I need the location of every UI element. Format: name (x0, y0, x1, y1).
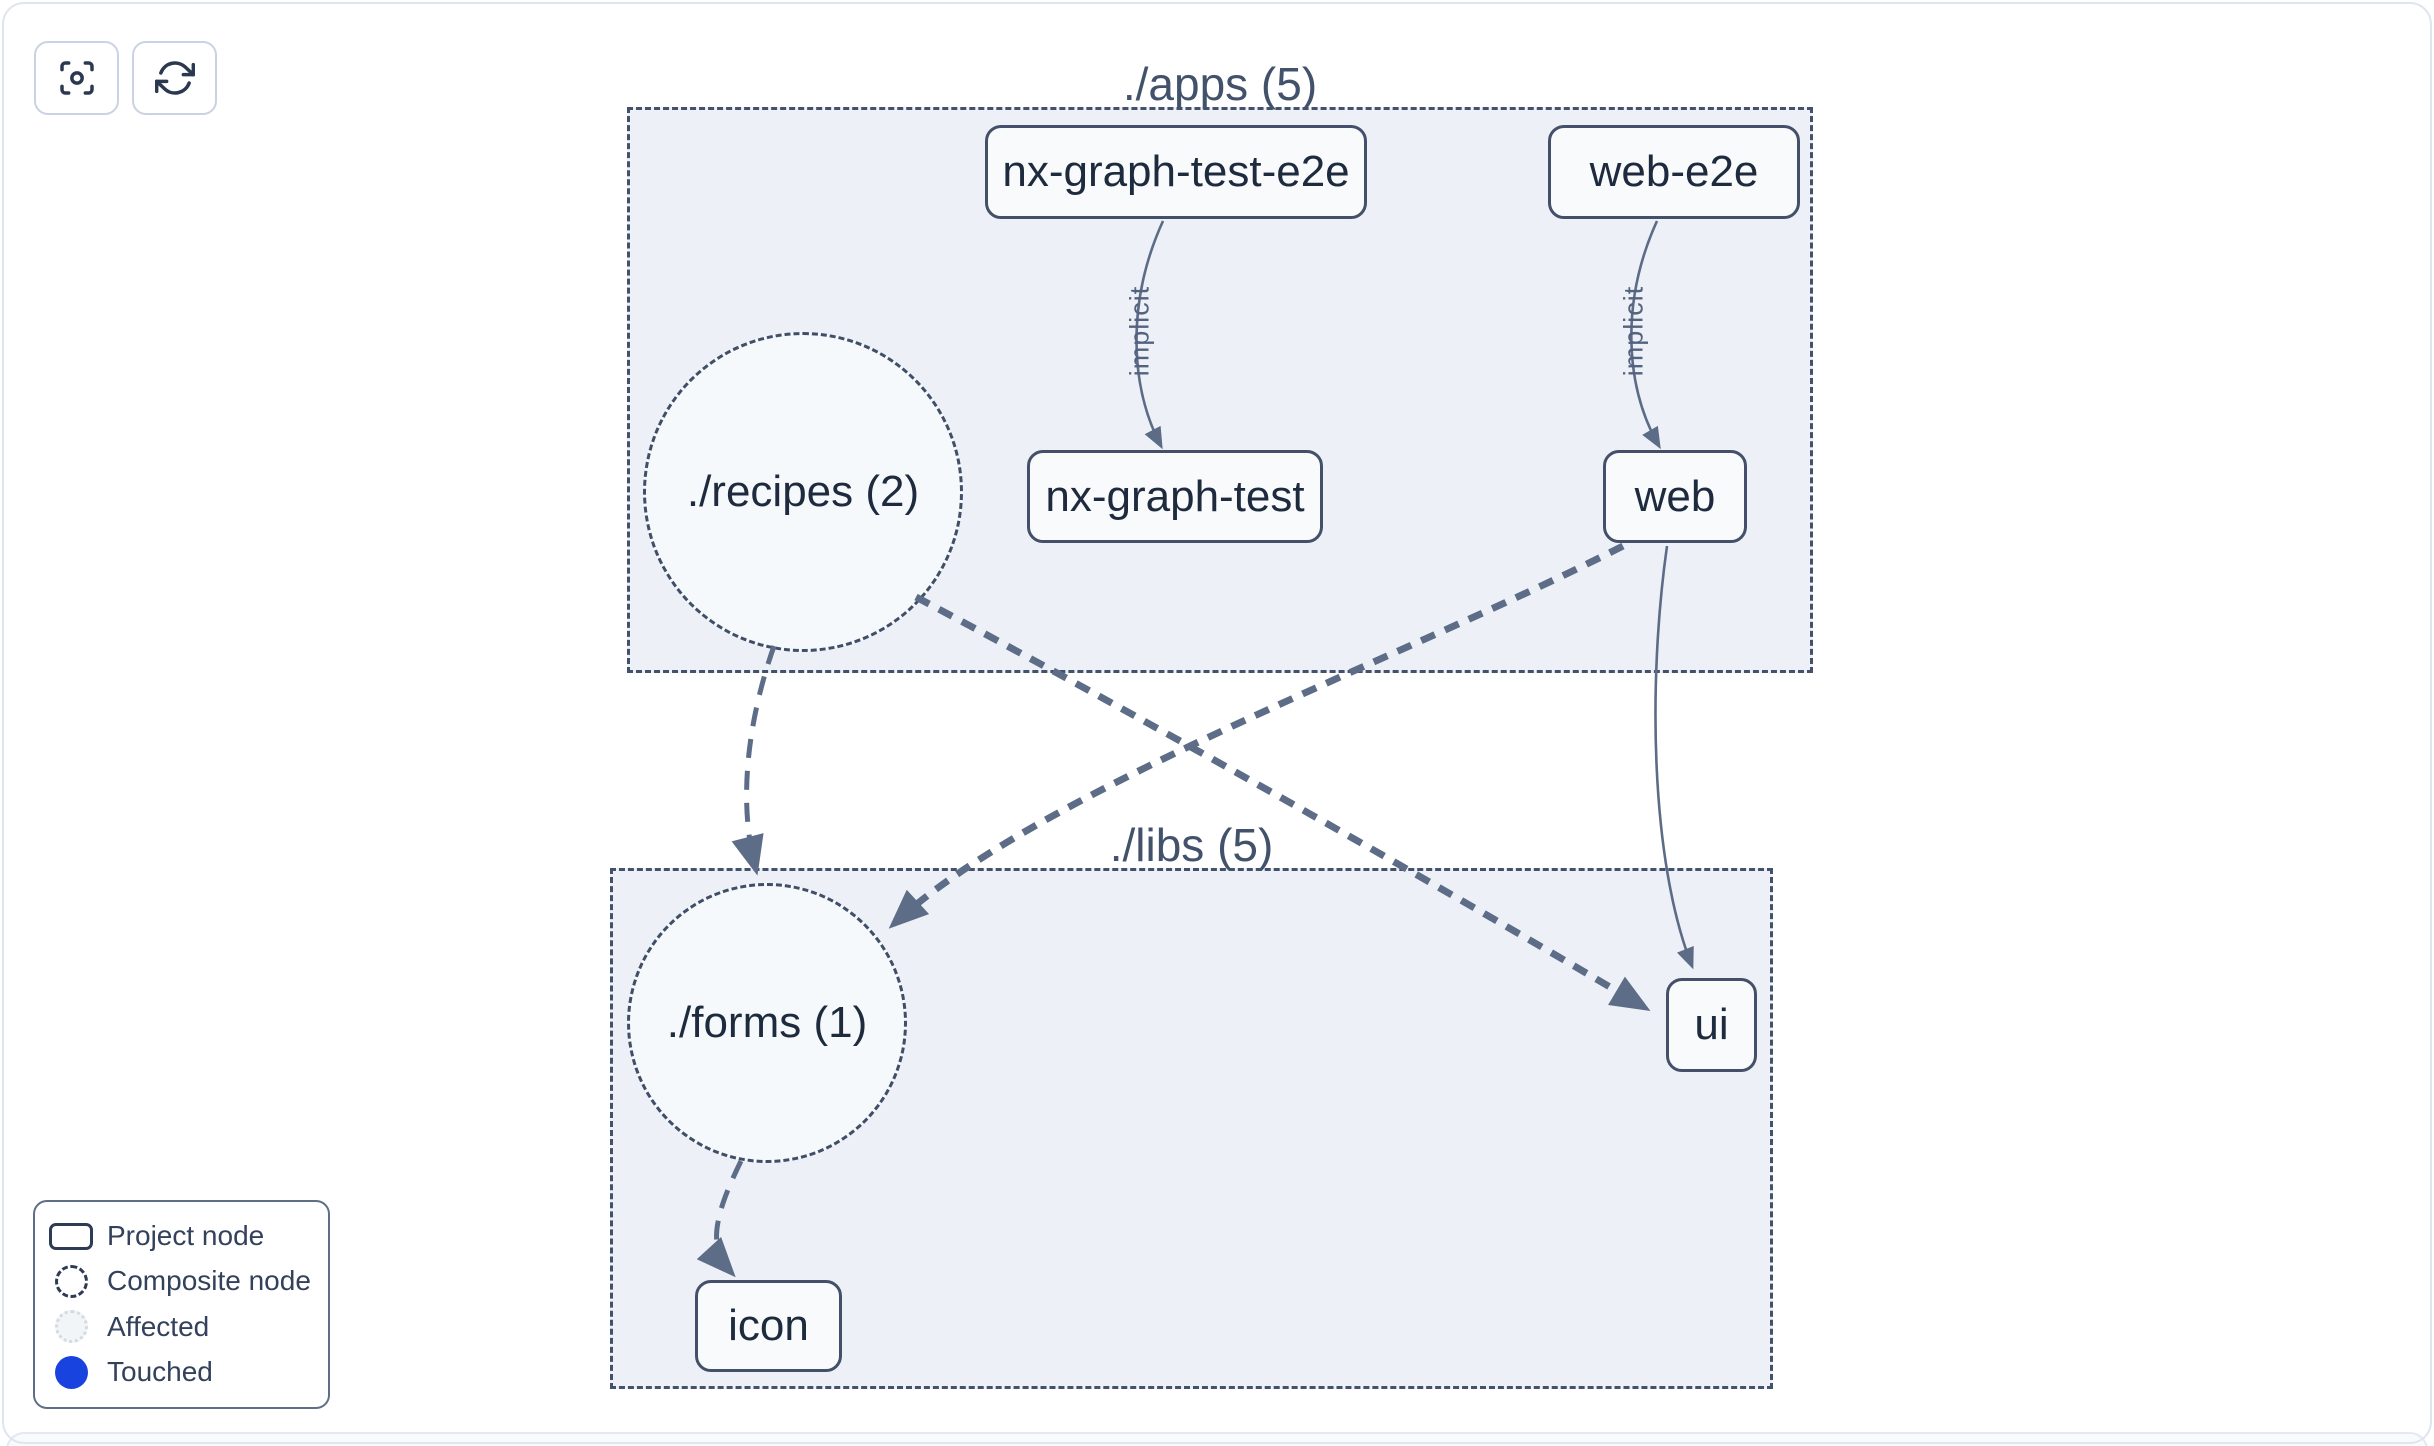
edge-web-to-forms[interactable] (888, 542, 1625, 929)
composite-node-label: ./forms (1) (666, 998, 868, 1047)
legend-label: Project node (107, 1220, 265, 1252)
refresh-graph-button[interactable] (132, 41, 217, 115)
group-label-apps: ./apps (5) (1122, 58, 1318, 110)
project-node-label: nx-graph-test-e2e (1002, 147, 1350, 196)
legend: Project node Composite node Affected Tou… (33, 1200, 330, 1409)
legend-label: Composite node (107, 1265, 311, 1297)
edge-web-to-ui[interactable] (1654, 545, 1694, 970)
project-node-label: web-e2e (1589, 147, 1759, 196)
focus-graph-button[interactable] (34, 41, 119, 115)
touched-circle-swatch (54, 1355, 88, 1389)
composite-node-label: ./recipes (2) (686, 467, 920, 516)
affected-circle-swatch (54, 1310, 88, 1344)
group-label-libs: ./libs (5) (1109, 819, 1274, 871)
scan-focus-icon (59, 61, 94, 95)
edge-label-implicit: implicit (1618, 285, 1649, 377)
project-node-web[interactable]: web (1603, 450, 1747, 543)
composite-dashed-circle-swatch (54, 1264, 88, 1298)
edge-recipes-to-ui[interactable] (914, 593, 1651, 1012)
project-node-nx-graph-test-e2e[interactable]: nx-graph-test-e2e (985, 125, 1367, 219)
project-node-label: ui (1694, 1000, 1729, 1049)
project-node-web-e2e[interactable]: web-e2e (1548, 125, 1800, 219)
legend-row-project-node: Project node (35, 1220, 328, 1252)
legend-row-affected: Affected (35, 1310, 328, 1344)
edge-label-implicit: implicit (1124, 285, 1155, 377)
project-node-label: icon (728, 1301, 809, 1350)
edge-forms-to-icon[interactable] (696, 1159, 744, 1278)
project-node-nx-graph-test[interactable]: nx-graph-test (1027, 450, 1323, 543)
bottom-panel-edge (6, 1432, 2428, 1446)
project-node-label: nx-graph-test (1045, 471, 1305, 521)
refresh-icon (154, 61, 195, 95)
composite-node-forms[interactable]: ./forms (1) (627, 883, 907, 1163)
composite-node-recipes[interactable]: ./recipes (2) (643, 332, 963, 652)
legend-row-composite-node: Composite node (35, 1264, 328, 1298)
edge-web-e2e-to-web[interactable] (1630, 220, 1661, 450)
legend-row-touched: Touched (35, 1355, 328, 1389)
project-rect-swatch (49, 1222, 93, 1250)
project-node-icon[interactable]: icon (695, 1280, 842, 1372)
edge-recipes-to-forms[interactable] (731, 645, 777, 876)
project-node-label: web (1634, 471, 1716, 521)
legend-label: Touched (107, 1356, 213, 1388)
project-node-ui[interactable]: ui (1666, 978, 1757, 1072)
edge-nx-graph-test-e2e-to-nx-graph-test[interactable] (1135, 220, 1165, 450)
legend-label: Affected (107, 1310, 210, 1342)
